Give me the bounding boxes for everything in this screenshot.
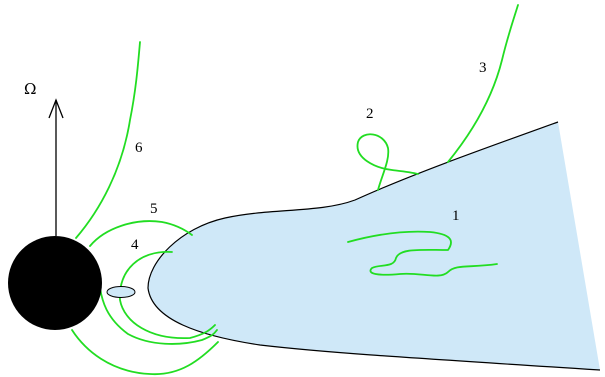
field-line-1	[347, 230, 498, 277]
black-hole	[8, 236, 102, 330]
accretion-disk	[148, 122, 600, 370]
field-line-lower	[99, 287, 218, 345]
field-line-label-5: 5	[150, 201, 158, 217]
field-line-2	[356, 133, 419, 191]
field-line-label-4: 4	[131, 237, 139, 253]
field-line-4	[119, 251, 216, 339]
rotation-arrow-head-icon	[48, 98, 64, 119]
field-line-label-2: 2	[366, 106, 374, 122]
plasma-blob	[106, 286, 136, 298]
field-line-label-3: 3	[479, 60, 487, 76]
rotation-symbol: Ω	[24, 80, 36, 98]
field-line-5	[89, 220, 193, 247]
field-line-bottom	[71, 329, 219, 375]
field-line-label-6: 6	[135, 140, 143, 156]
field-line-6	[75, 41, 141, 239]
accretion-disk-edge	[147, 121, 601, 371]
field-line-3	[447, 4, 519, 163]
field-line-label-1: 1	[452, 208, 460, 224]
